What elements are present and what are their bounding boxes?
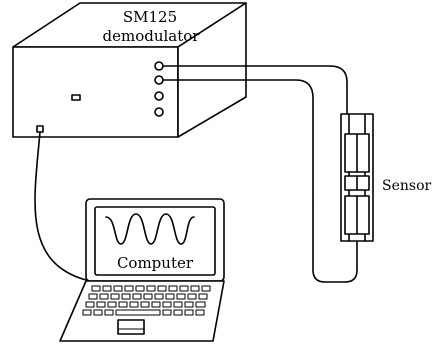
usb-cable xyxy=(34,131,87,281)
demodulator-label-line1: SM125 xyxy=(123,8,177,26)
demodulator-box xyxy=(12,2,247,138)
optical-port-1-icon xyxy=(154,61,164,71)
status-led-icon xyxy=(71,94,81,101)
laptop-touchpad xyxy=(117,319,145,335)
laptop-base xyxy=(59,280,225,342)
sensor-assembly xyxy=(340,113,374,242)
demodulator-label-line2: demodulator xyxy=(103,27,201,45)
fiber-cable-1 xyxy=(162,65,348,115)
optical-port-4-icon xyxy=(154,107,164,117)
sensor-label: Sensor xyxy=(382,178,432,194)
fiber-cable-2 xyxy=(162,79,314,201)
demodulator-side-face xyxy=(177,2,247,138)
usb-port-icon xyxy=(36,125,44,133)
optical-port-3-icon xyxy=(154,91,164,101)
optical-port-2-icon xyxy=(154,75,164,85)
demodulator-front-face xyxy=(12,46,179,138)
computer-label: Computer xyxy=(117,254,194,272)
laptop-computer xyxy=(59,198,225,342)
fiber-loop xyxy=(312,199,358,283)
spectrum-waveform-icon xyxy=(105,213,195,245)
laptop-keyboard xyxy=(82,285,211,316)
